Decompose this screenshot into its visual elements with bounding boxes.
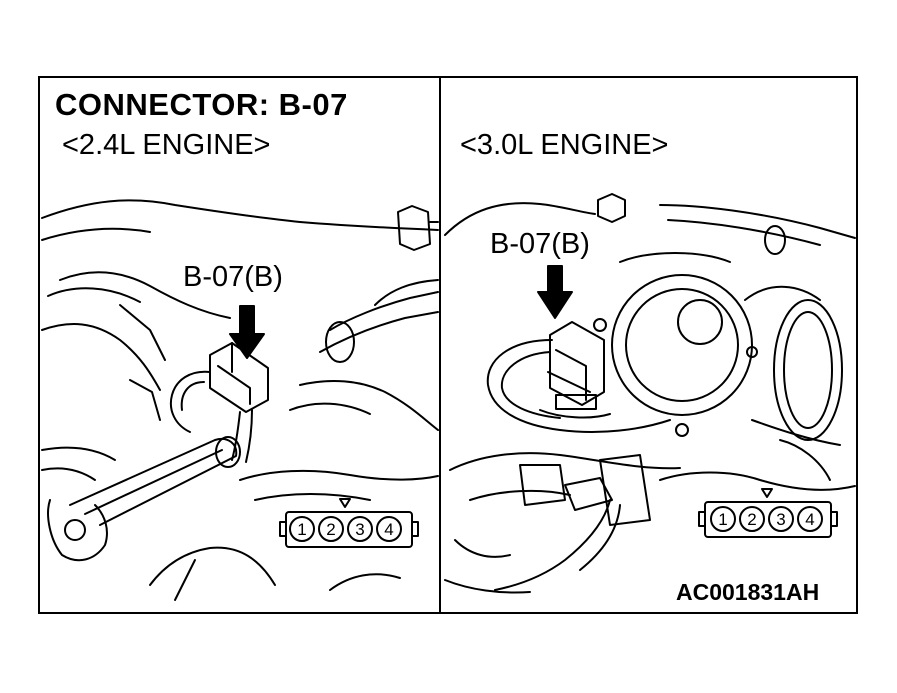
right-engine-label: <3.0L ENGINE>: [460, 129, 669, 161]
right-connector-pinout: [698, 488, 838, 538]
left-pin-3: 3: [355, 520, 365, 539]
right-pointer-arrow: [537, 265, 573, 319]
right-pin-2: 2: [747, 510, 757, 529]
left-pointer-arrow: [229, 305, 265, 359]
page-title: CONNECTOR: B-07: [55, 87, 348, 122]
left-engine-drawing: [41, 199, 439, 601]
left-pin-4: 4: [384, 520, 394, 539]
left-connector-pinout: [279, 498, 419, 548]
right-pin-1: 1: [718, 510, 728, 529]
right-engine-drawing: [444, 193, 856, 594]
left-pin-1: 1: [297, 520, 307, 539]
figure-code: AC001831AH: [676, 579, 820, 605]
left-connector-label: B-07(B): [183, 261, 283, 293]
panel-divider: [439, 76, 441, 614]
right-pin-3: 3: [776, 510, 786, 529]
right-pin-4: 4: [805, 510, 815, 529]
left-engine-label: <2.4L ENGINE>: [62, 129, 271, 161]
diagram-frame: [38, 76, 858, 614]
left-pin-2: 2: [326, 520, 336, 539]
right-connector-label: B-07(B): [490, 228, 590, 260]
